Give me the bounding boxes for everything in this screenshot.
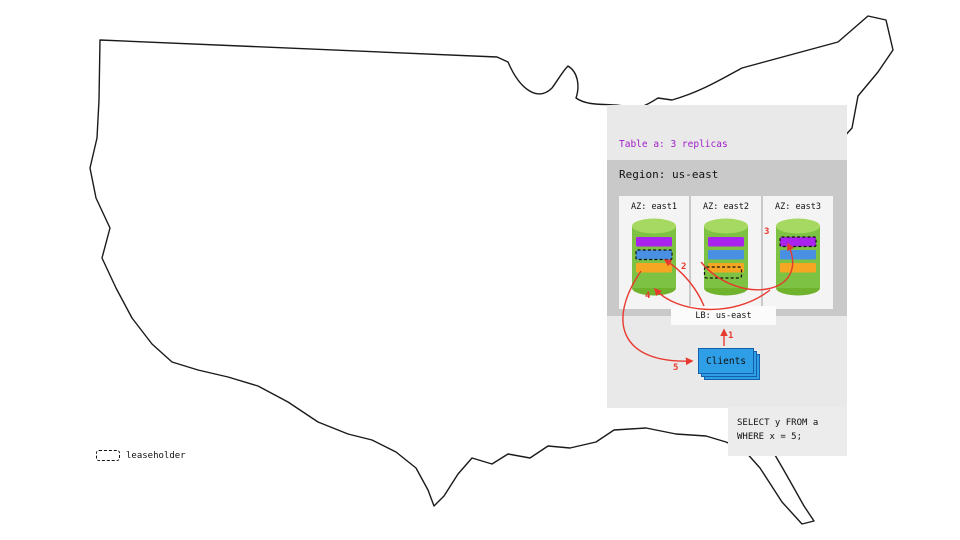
az-east3: AZ: east3 [763,196,833,309]
flow-step-2: 2 [681,262,687,272]
clients-box: Clients [698,348,754,374]
database-cylinder-east3 [776,218,820,296]
database-cylinder-east1 [632,218,676,296]
database-cylinder-east2 [703,218,748,296]
table-b-replica [780,263,816,273]
leaseholder-legend-label: leaseholder [126,450,186,461]
leaseholder-legend: leaseholder [96,450,186,461]
sql-query-box: SELECT y FROM a WHERE x = 5; [728,407,847,456]
az-east2-label: AZ: east2 [702,202,750,212]
flow-step-4: 4 [645,291,651,301]
index-a-replica [780,250,816,260]
sql-line-2: WHERE x = 5; [737,432,803,442]
table-b-replica [636,263,672,273]
table-a-replica [636,237,672,247]
az-east2: AZ: east2 [691,196,761,309]
legend-table-a: Table a: 3 replicas [619,139,728,150]
az-east3-label: AZ: east3 [774,202,822,212]
index-a-leaseholder [635,249,673,261]
table-a-replica [708,237,744,247]
az-east1-label: AZ: east1 [630,202,678,212]
region-title: Region: us-east [619,168,719,181]
flow-step-5: 5 [673,363,679,373]
load-balancer: LB: us-east [671,306,776,325]
az-east1: AZ: east1 [619,196,689,309]
sql-line-1: SELECT y FROM a [737,418,819,428]
table-b-replica [708,263,744,273]
leaseholder-swatch-icon [96,450,120,461]
flow-step-3: 3 [764,227,770,237]
index-a-replica [708,250,744,260]
clients-stack: Clients [698,348,760,380]
flow-step-1: 1 [728,331,734,341]
table-a-leaseholder [779,236,817,248]
